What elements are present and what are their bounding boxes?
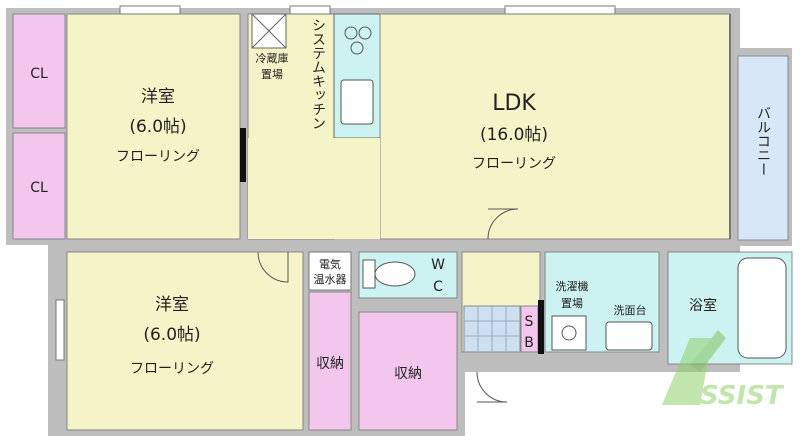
toilet-bowl <box>374 261 416 287</box>
storage-small <box>308 291 352 431</box>
fridge-space-label-2: 置場 <box>261 68 283 81</box>
closet-top-label: CL <box>30 66 48 82</box>
storage-large <box>358 311 458 431</box>
assist-logo: SSIST <box>662 330 785 411</box>
window-left-bottom <box>55 299 65 361</box>
western-room-top <box>66 13 241 240</box>
water-heater-label-1: 電気 <box>319 257 341 271</box>
western-room-bottom <box>66 251 304 431</box>
bottom-left-void <box>6 245 48 440</box>
window-top-ldk <box>504 5 616 15</box>
water-heater-label-2: 温水器 <box>314 273 347 286</box>
stove-burner <box>350 41 364 55</box>
fridge-cross-b <box>251 13 287 49</box>
ldk-name: LDK <box>492 91 536 116</box>
water-heater <box>308 251 352 291</box>
window-top-kitchen <box>289 5 331 15</box>
closet-middle-label: CL <box>30 180 48 196</box>
toilet-label-c: C <box>433 279 443 295</box>
toilet-tank <box>362 259 376 289</box>
washing-machine <box>551 315 587 351</box>
washing-drum <box>561 325 577 341</box>
western-room-bottom-name: 洋室 <box>155 295 189 315</box>
entrance-door-mark <box>538 300 544 354</box>
storage-small-label: 収納 <box>316 356 344 372</box>
western-room-top-name: 洋室 <box>141 87 175 107</box>
door-swing <box>476 371 508 403</box>
western-room-top-size: (6.0帖) <box>129 117 186 137</box>
stove-burner <box>358 26 372 40</box>
system-kitchen-label: システムキッチン <box>310 18 326 130</box>
closet-top <box>12 13 66 129</box>
shoe-box-label-s: S <box>525 314 534 330</box>
closet-middle <box>12 132 66 240</box>
sliding-door-mark <box>240 128 246 182</box>
shoe-box-label-b: B <box>524 335 534 351</box>
ldk-floor: フローリング <box>472 156 556 172</box>
toilet-label-w: W <box>431 257 445 273</box>
western-room-bottom-size: (6.0帖) <box>143 325 200 345</box>
ldk-size: (16.0帖) <box>480 125 548 145</box>
door-swing <box>257 251 289 283</box>
ldk-room <box>379 13 731 240</box>
laundry-label-2: 置場 <box>561 297 583 310</box>
western-room-top-floor: フローリング <box>116 149 200 165</box>
western-room-bottom-floor: フローリング <box>130 361 214 377</box>
vanity-basin <box>605 321 653 351</box>
ldk-corridor <box>248 138 380 239</box>
laundry-label-1: 洗濯機 <box>556 279 589 293</box>
door-swing <box>487 208 519 240</box>
svg-text:SSIST: SSIST <box>700 381 785 411</box>
washbasin-label: 洗面台 <box>614 303 647 317</box>
window-top-left <box>119 5 181 15</box>
balcony <box>737 55 789 241</box>
bathroom-label: 浴室 <box>689 297 717 314</box>
kitchen-sink <box>340 79 374 125</box>
bathtub <box>737 257 787 359</box>
stove-burner <box>344 26 358 40</box>
balcony-label: バルコニー <box>755 106 771 176</box>
storage-large-label: 収納 <box>394 366 422 382</box>
fridge-space-label-1: 冷蔵庫 <box>256 51 289 65</box>
